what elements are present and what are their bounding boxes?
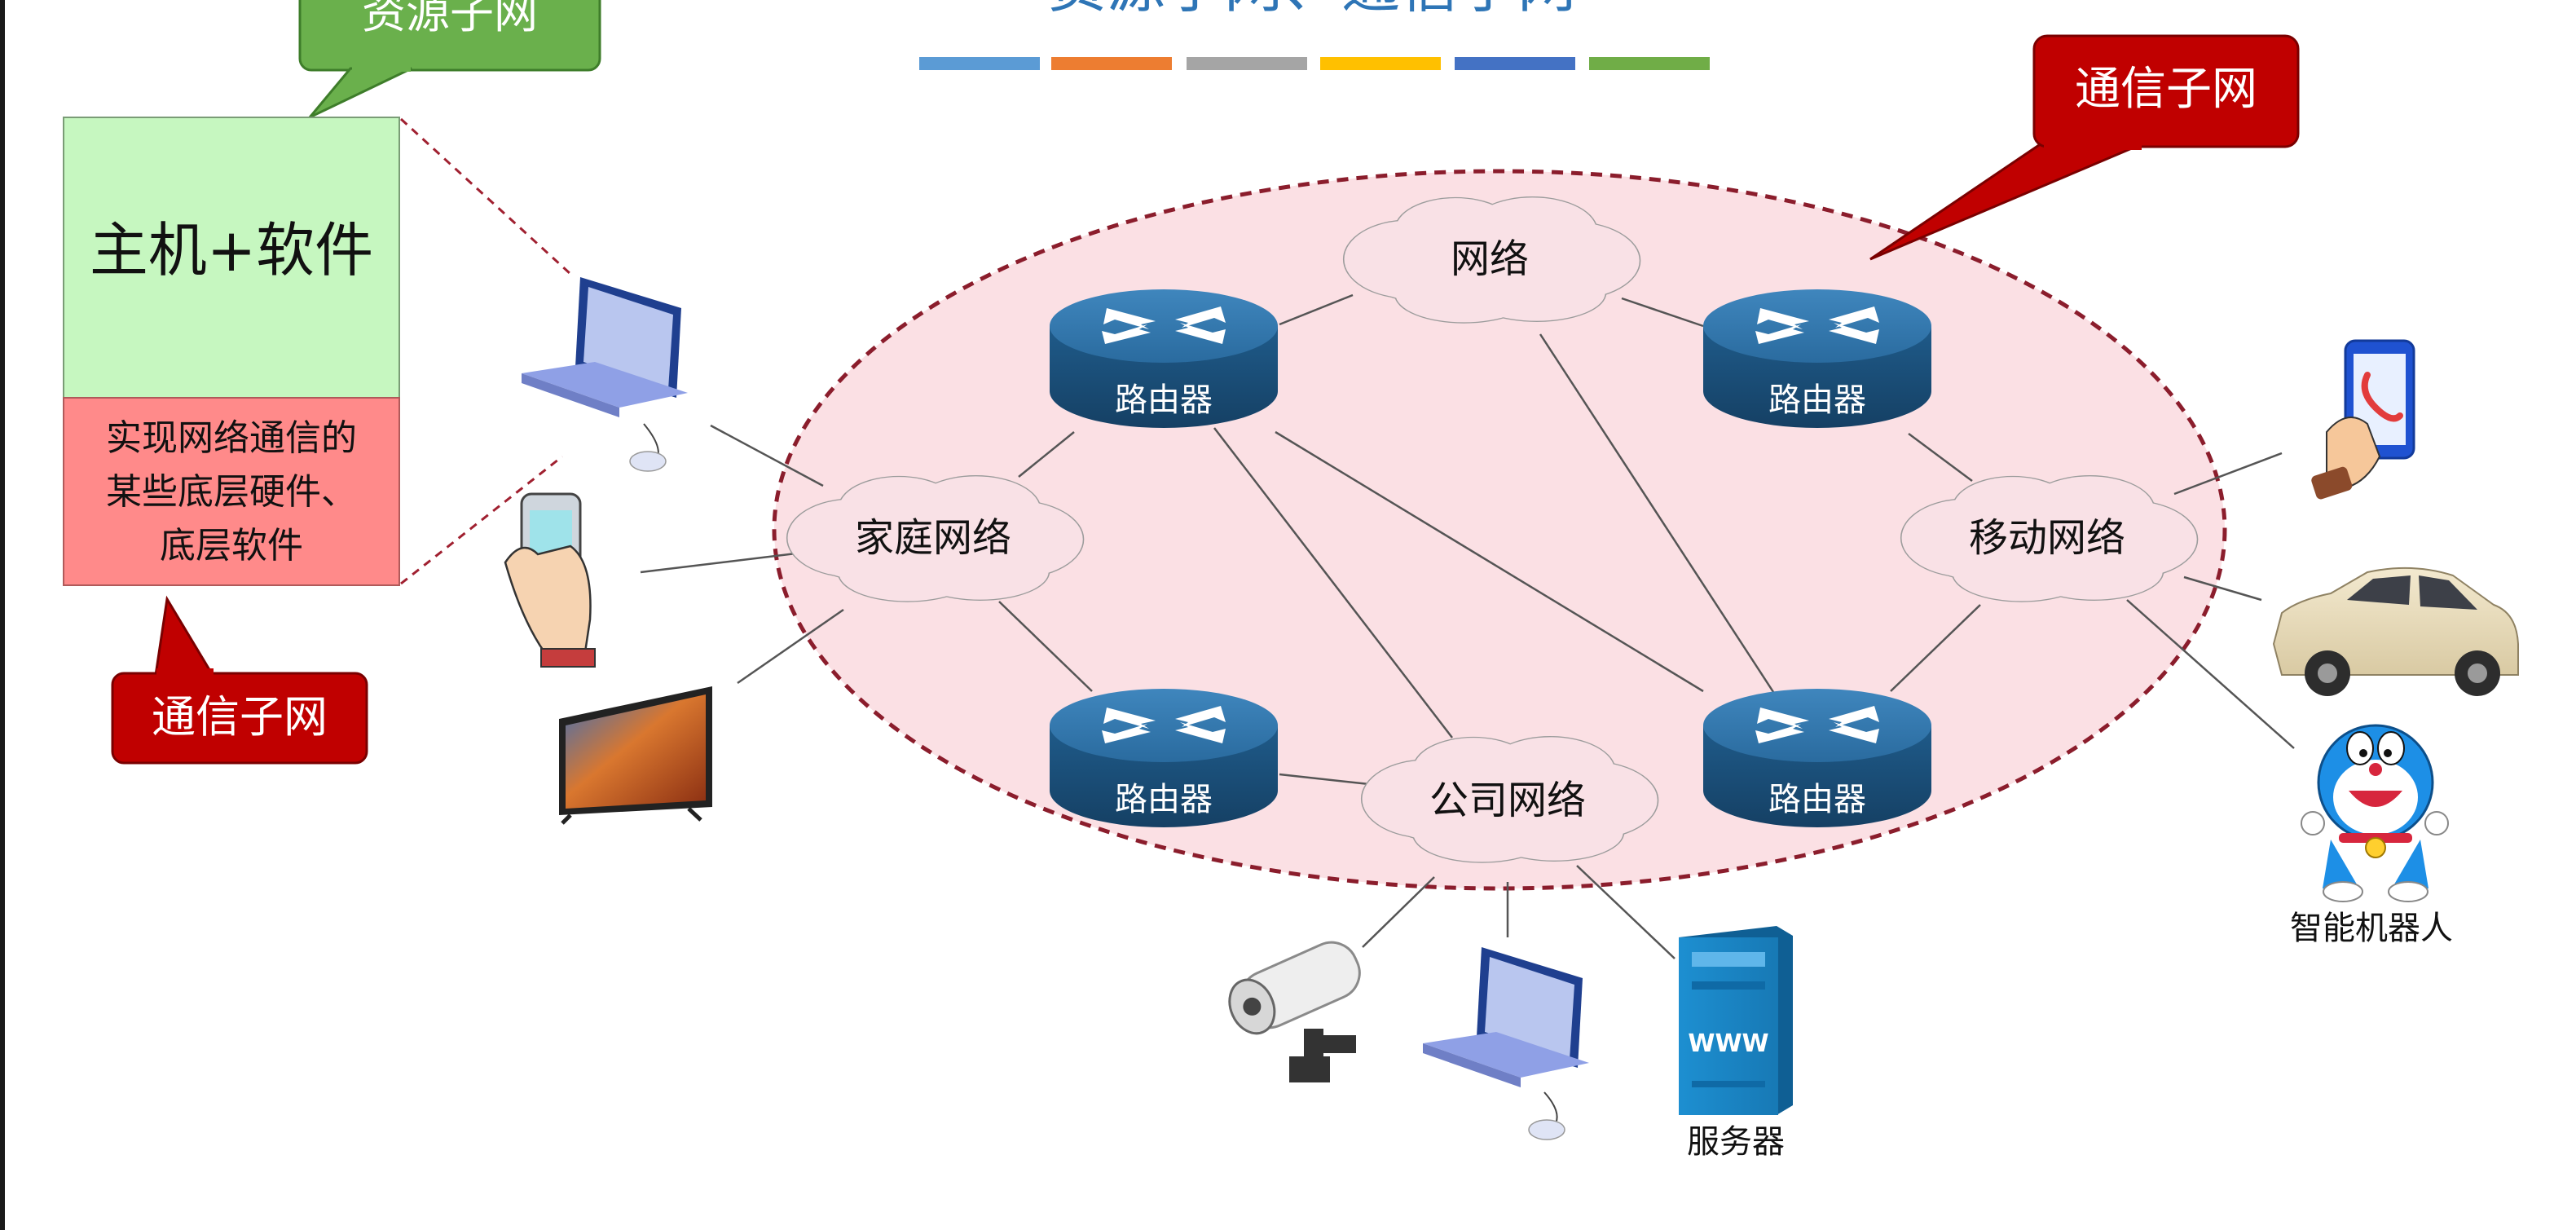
link-router-br-mobile (1890, 604, 1981, 692)
link-mobilephone-mobile (2173, 452, 2283, 496)
server-badge-text: WWW (1688, 1029, 1768, 1058)
link-internet-router-tr (1621, 297, 1704, 328)
link-laptop-home (710, 424, 824, 487)
host-software-box (63, 117, 400, 399)
router-label: 路由器 (1115, 781, 1213, 818)
left-frame-border (0, 0, 5, 1230)
laptop-icon (522, 277, 688, 472)
comm-hardware-line-3: 底层软件 (160, 525, 303, 567)
comm-subnet-legend-callout-text: 通信子网 (152, 691, 328, 743)
server-icon: WWW (1679, 926, 1793, 1115)
comm-hardware-line-2: 某些底层硬件、 (106, 471, 357, 513)
link-tv-home (737, 608, 844, 685)
title-bar-green (1589, 57, 1710, 70)
router-label: 路由器 (1768, 781, 1866, 818)
title-bar-blue (919, 57, 1040, 70)
resource-subnet-callout: 资源子网 (298, 0, 601, 119)
router-icon-bottom-left: 路由器 (1050, 689, 1278, 827)
host-software-label: 主机+软件 (90, 216, 373, 284)
tv-icon (559, 686, 712, 825)
cloud-internet-label: 网络 (1451, 236, 1529, 282)
router-icon-top-left: 路由器 (1050, 289, 1278, 428)
cloud-home-label: 家庭网络 (855, 515, 1011, 561)
link-router-tl-router-br (1275, 430, 1704, 693)
link-car-mobile (2183, 575, 2262, 602)
title-bar-darkblue (1455, 57, 1575, 70)
laptop-2-icon (1423, 947, 1589, 1140)
title-bar-yellow (1320, 57, 1441, 70)
cloud-company-label: 公司网络 (1429, 778, 1586, 823)
comm-subnet-callout: 通信子网 (1869, 34, 2300, 261)
network-links (640, 293, 2295, 959)
robot-label: 智能机器人 (2290, 910, 2453, 947)
comm-hardware-box (63, 397, 400, 586)
link-phone-home (640, 551, 804, 574)
security-camera-icon (1228, 941, 1361, 1082)
link-router-tl-home (1018, 431, 1075, 478)
router-label: 路由器 (1768, 381, 1866, 419)
robot-icon (2301, 724, 2449, 902)
cloud-mobile-label: 移动网络 (1969, 515, 2125, 561)
server-label: 服务器 (1687, 1123, 1785, 1161)
link-robot-mobile (2126, 599, 2295, 749)
link-router-tl-internet (1279, 293, 1354, 326)
link-router-tr-mobile (1908, 432, 1973, 483)
car-icon (2272, 567, 2519, 696)
comm-subnet-legend-callout: 通信子网 (111, 595, 368, 765)
comm-hardware-line-1: 实现网络通信的 (106, 417, 357, 459)
title-color-bars (919, 57, 1710, 70)
resource-subnet-callout-text: 资源子网 (362, 0, 538, 38)
zoom-line-top (399, 117, 572, 276)
link-server-company (1576, 865, 1676, 959)
link-camera-company (1362, 876, 1435, 948)
link-internet-router-br (1539, 333, 1777, 695)
comm-subnet-callout-text: 通信子网 (2075, 63, 2257, 116)
smartphone-hand-icon (504, 492, 596, 668)
zoom-line-bottom (400, 455, 563, 585)
page-title: 资源子网、通信子网 (1048, 0, 1576, 20)
router-icon-top-right: 路由器 (1703, 289, 1931, 428)
router-icon-bottom-right: 路由器 (1703, 689, 1931, 827)
link-home-router-bl (998, 601, 1093, 692)
router-label: 路由器 (1115, 381, 1213, 419)
title-bar-gray (1187, 57, 1307, 70)
title-bar-orange (1051, 57, 1172, 70)
link-router-tl-company (1213, 427, 1453, 738)
mobile-phone-hand-icon (2311, 339, 2415, 500)
link-router-bl-company (1279, 773, 1370, 786)
